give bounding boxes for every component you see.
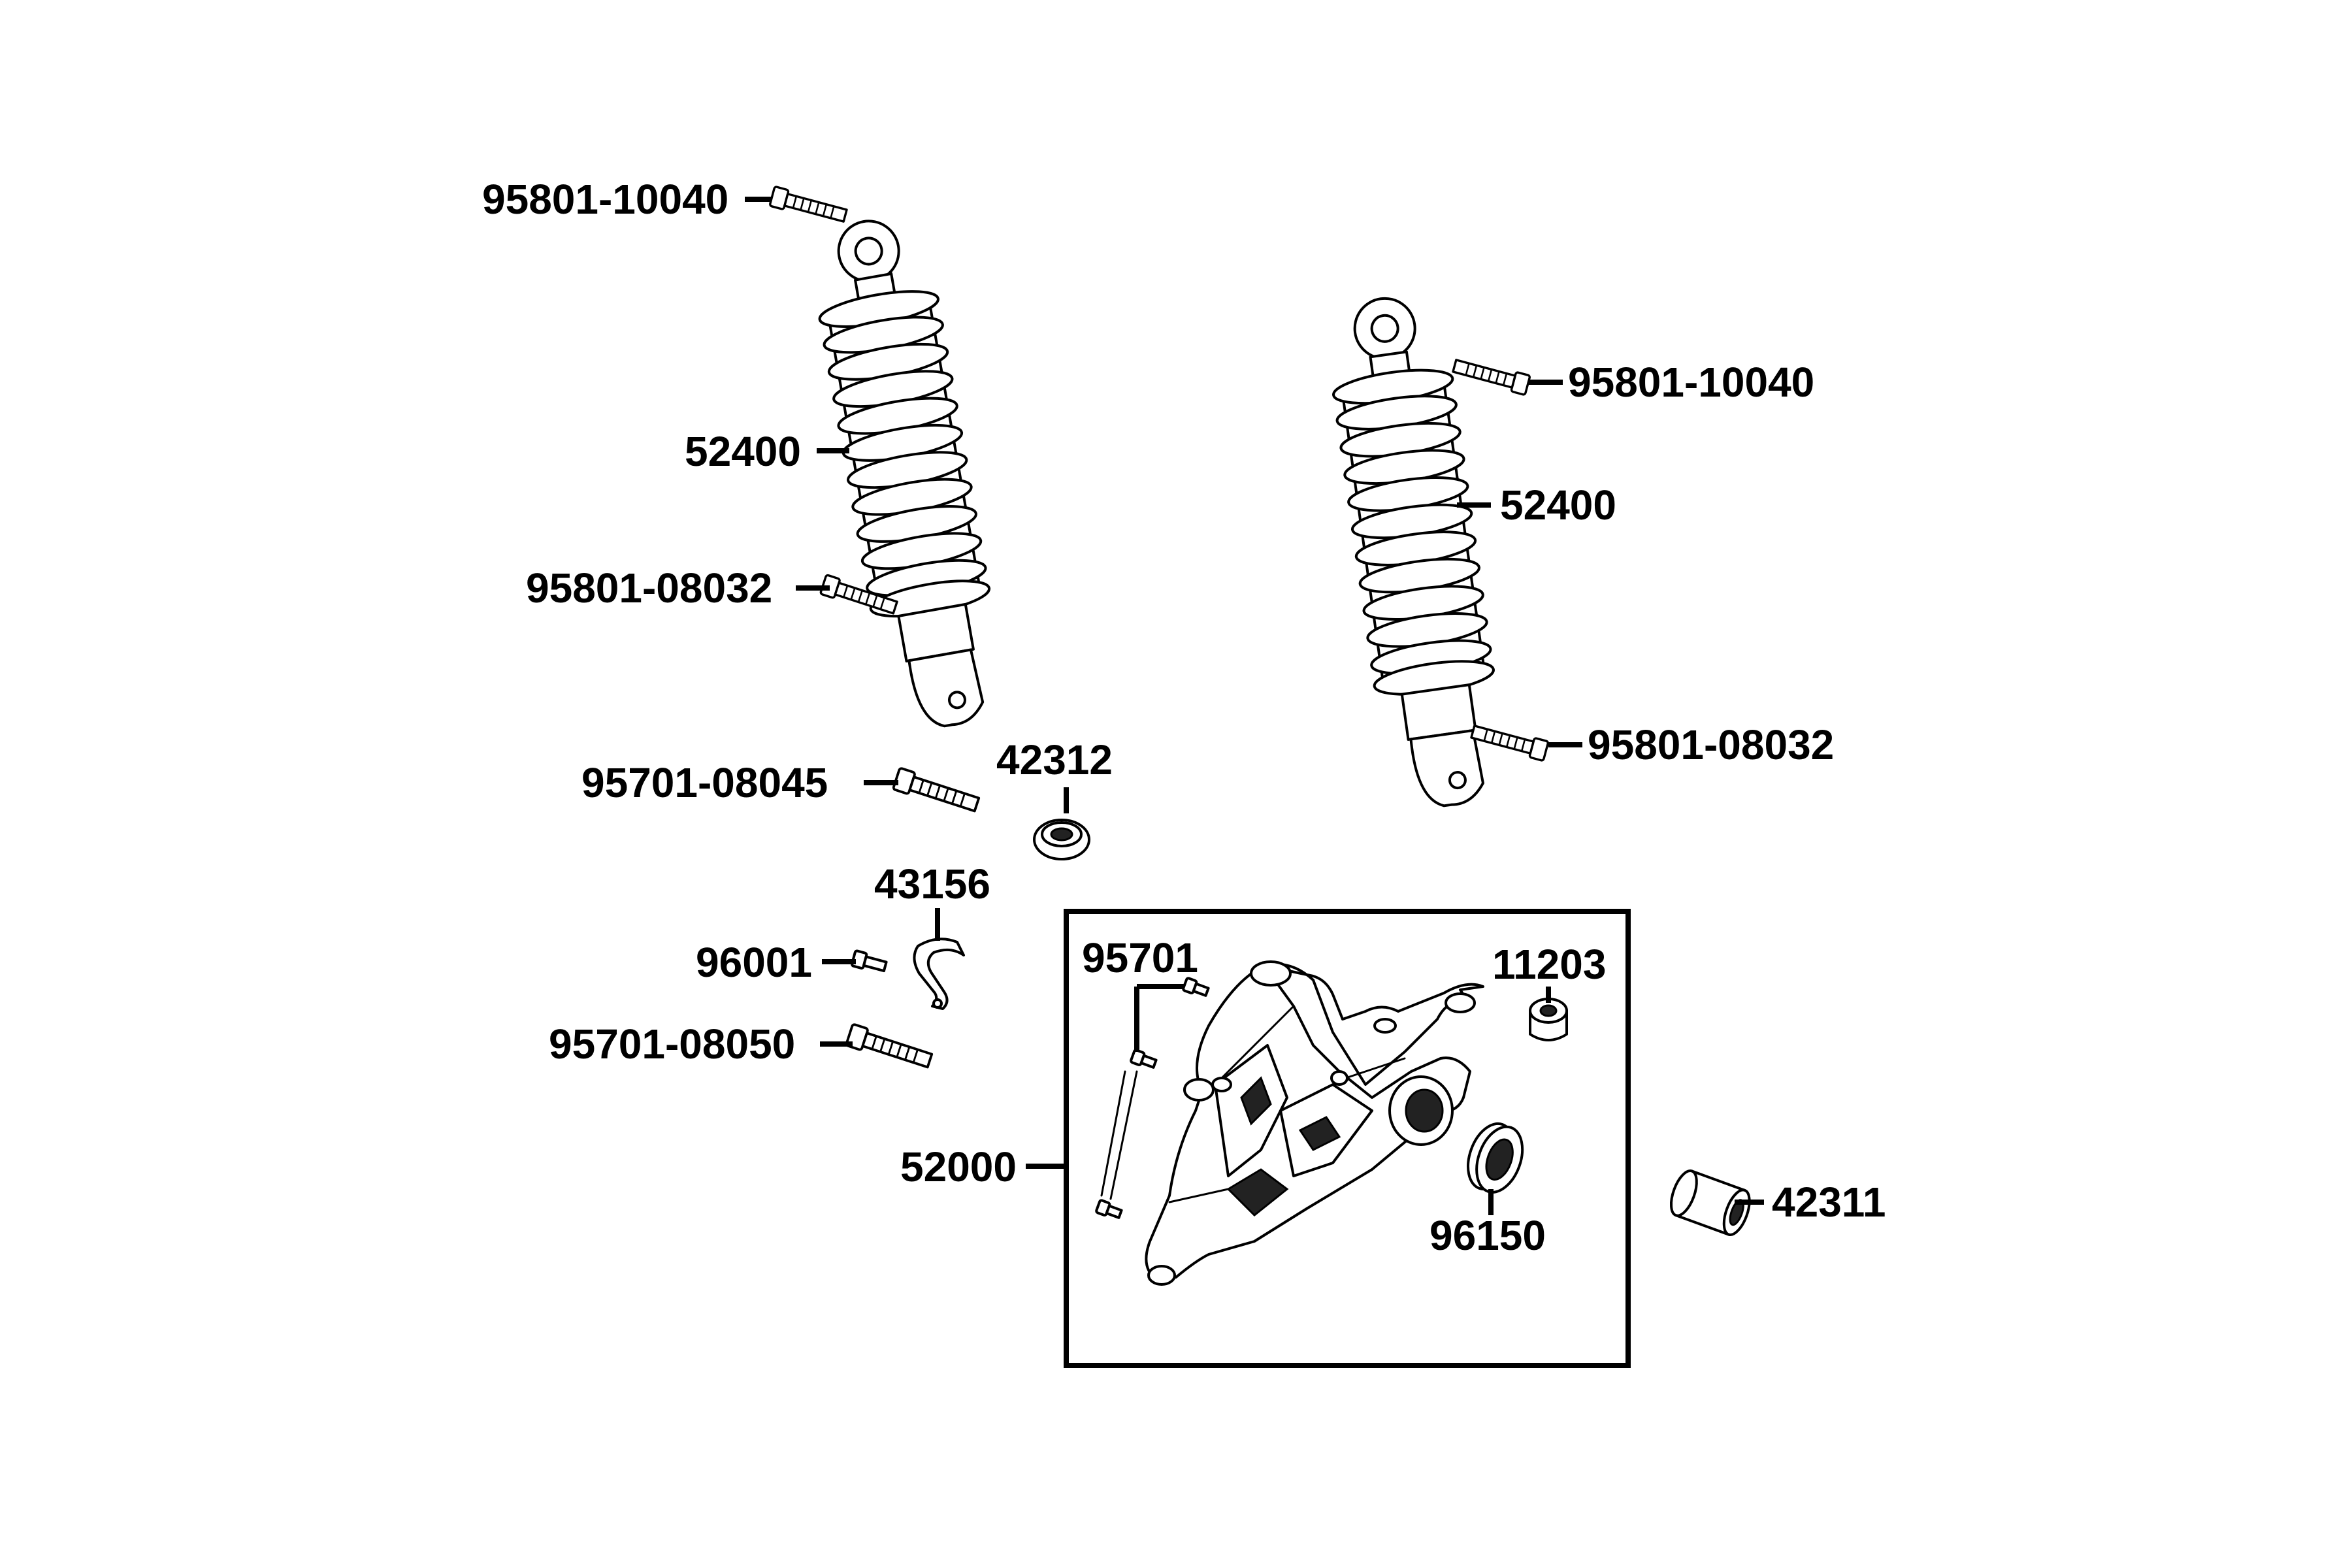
bolt-bottom-right-icon (1469, 721, 1550, 762)
label-swingarm-52000: 52000 (900, 1143, 1017, 1190)
swing-arm-52000-icon (1145, 960, 1484, 1286)
label-bolt-bottom-left: 95801-08032 (526, 564, 772, 612)
label-bearing-96150: 96150 (1429, 1212, 1546, 1259)
collar-42312-icon (1033, 819, 1090, 860)
label-bolt-95701: 95701 (1082, 934, 1198, 981)
label-clamp-43156: 43156 (874, 860, 990, 907)
label-bolt-top-left: 95801-10040 (482, 176, 728, 223)
bolt-95701-08045-icon (891, 766, 982, 817)
bolt-95701-08050-icon (844, 1022, 935, 1073)
bushing-11203-icon (1529, 998, 1568, 1041)
label-bolt-95701-08050: 95701-08050 (549, 1021, 795, 1068)
bolt-top-right-icon (1450, 355, 1531, 397)
bearing-96150-icon (1467, 1122, 1524, 1194)
label-bolt-bottom-right: 95801-08032 (1588, 721, 1834, 768)
label-bushing-11203: 11203 (1492, 941, 1606, 988)
shock-absorber-right-icon (1330, 297, 1497, 808)
label-screw-96001: 96001 (696, 939, 812, 986)
clamp-43156-icon (913, 938, 965, 1010)
label-collar-42311: 42311 (1772, 1179, 1886, 1226)
label-shock-left: 52400 (685, 428, 801, 475)
label-bolt-top-right: 95801-10040 (1568, 359, 1814, 406)
label-collar-42312: 42312 (996, 736, 1113, 783)
collar-42311-icon (1669, 1169, 1751, 1237)
label-bolt-95701-08045: 95701-08045 (581, 759, 828, 806)
label-shock-right: 52400 (1500, 482, 1616, 529)
bolt-95701-upper-icon (1182, 977, 1210, 997)
screw-96001-icon (851, 949, 888, 973)
shock-absorber-left-icon (815, 220, 993, 728)
bolt-95701-middle-icon (1130, 1049, 1158, 1069)
bolt-top-left-icon (768, 185, 849, 227)
bolt-95701-lower-icon (1095, 1199, 1123, 1219)
leader-lines (745, 197, 1764, 1215)
swing-arm-group-box (1064, 909, 1631, 1368)
